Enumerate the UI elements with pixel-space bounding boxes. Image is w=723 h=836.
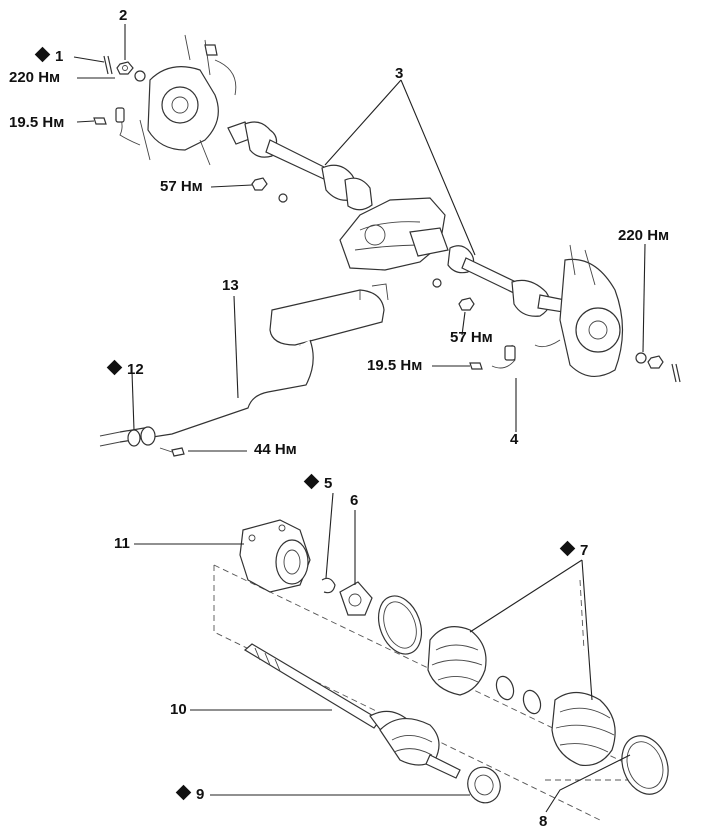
right-flange-nut <box>432 278 475 311</box>
torque-57-left: 57 Нм <box>160 178 203 195</box>
callout-13: 13 <box>222 277 239 294</box>
callout-11: 11 <box>114 535 130 552</box>
inner-boot-7 <box>427 626 487 696</box>
right-drive-shaft <box>447 245 566 317</box>
replace-marker-icon <box>175 784 192 801</box>
torque-220-right: 220 Нм <box>618 227 670 244</box>
callout-3: 3 <box>395 65 404 82</box>
drive-shaft-10 <box>243 643 461 779</box>
replace-marker-icon <box>34 46 51 63</box>
exhaust-bolt-44 <box>159 447 185 457</box>
cotter-pin-1 <box>103 55 113 75</box>
boot-clamp-large-2 <box>621 735 669 795</box>
callout-4: 4 <box>510 431 519 448</box>
left-steering-knuckle <box>139 34 237 166</box>
left-abs-sensor <box>93 107 141 146</box>
right-hub-nut <box>635 352 681 383</box>
replace-marker-icon <box>303 473 320 490</box>
right-abs-sensor <box>469 344 516 370</box>
outer-housing-11 <box>239 519 311 593</box>
callout-5: 5 <box>303 473 332 492</box>
callout-8: 8 <box>539 813 548 830</box>
exhaust-muffler <box>99 283 389 447</box>
torque-19-5-right: 19.5 Нм <box>367 357 423 374</box>
left-washer <box>134 70 146 82</box>
callout-2: 2 <box>119 7 128 24</box>
callout-12: 12 <box>106 359 144 378</box>
snap-ring-5 <box>321 577 336 594</box>
callout-1: 1 <box>34 46 63 65</box>
hub-nut-2 <box>116 61 134 75</box>
replace-marker-icon <box>106 359 123 376</box>
leader-lines-lower <box>134 492 631 813</box>
callout-6: 6 <box>350 492 359 509</box>
torque-19-5-left: 19.5 Нм <box>9 114 65 131</box>
dust-seal-9 <box>467 766 501 804</box>
boot-clamp-large-1 <box>377 595 423 655</box>
callout-7: 7 <box>559 540 588 559</box>
exhaust-gasket-12 <box>127 426 156 447</box>
torque-44: 44 Нм <box>254 441 297 458</box>
callout-10: 10 <box>170 701 187 718</box>
left-flange-nut <box>251 177 288 203</box>
right-steering-knuckle <box>534 244 624 377</box>
left-drive-shaft <box>227 121 373 211</box>
boot-clamp-small-1 <box>495 675 515 701</box>
differential-carrier <box>339 197 449 271</box>
outer-boot-7 <box>551 691 616 767</box>
leader-lines-upper <box>73 24 646 452</box>
torque-57-right: 57 Нм <box>450 329 493 346</box>
torque-220-left: 220 Нм <box>9 69 61 86</box>
replace-marker-icon <box>559 540 576 557</box>
tripod-joint-6 <box>339 581 373 616</box>
boot-clamp-small-2 <box>522 689 542 715</box>
callout-9: 9 <box>175 784 204 803</box>
